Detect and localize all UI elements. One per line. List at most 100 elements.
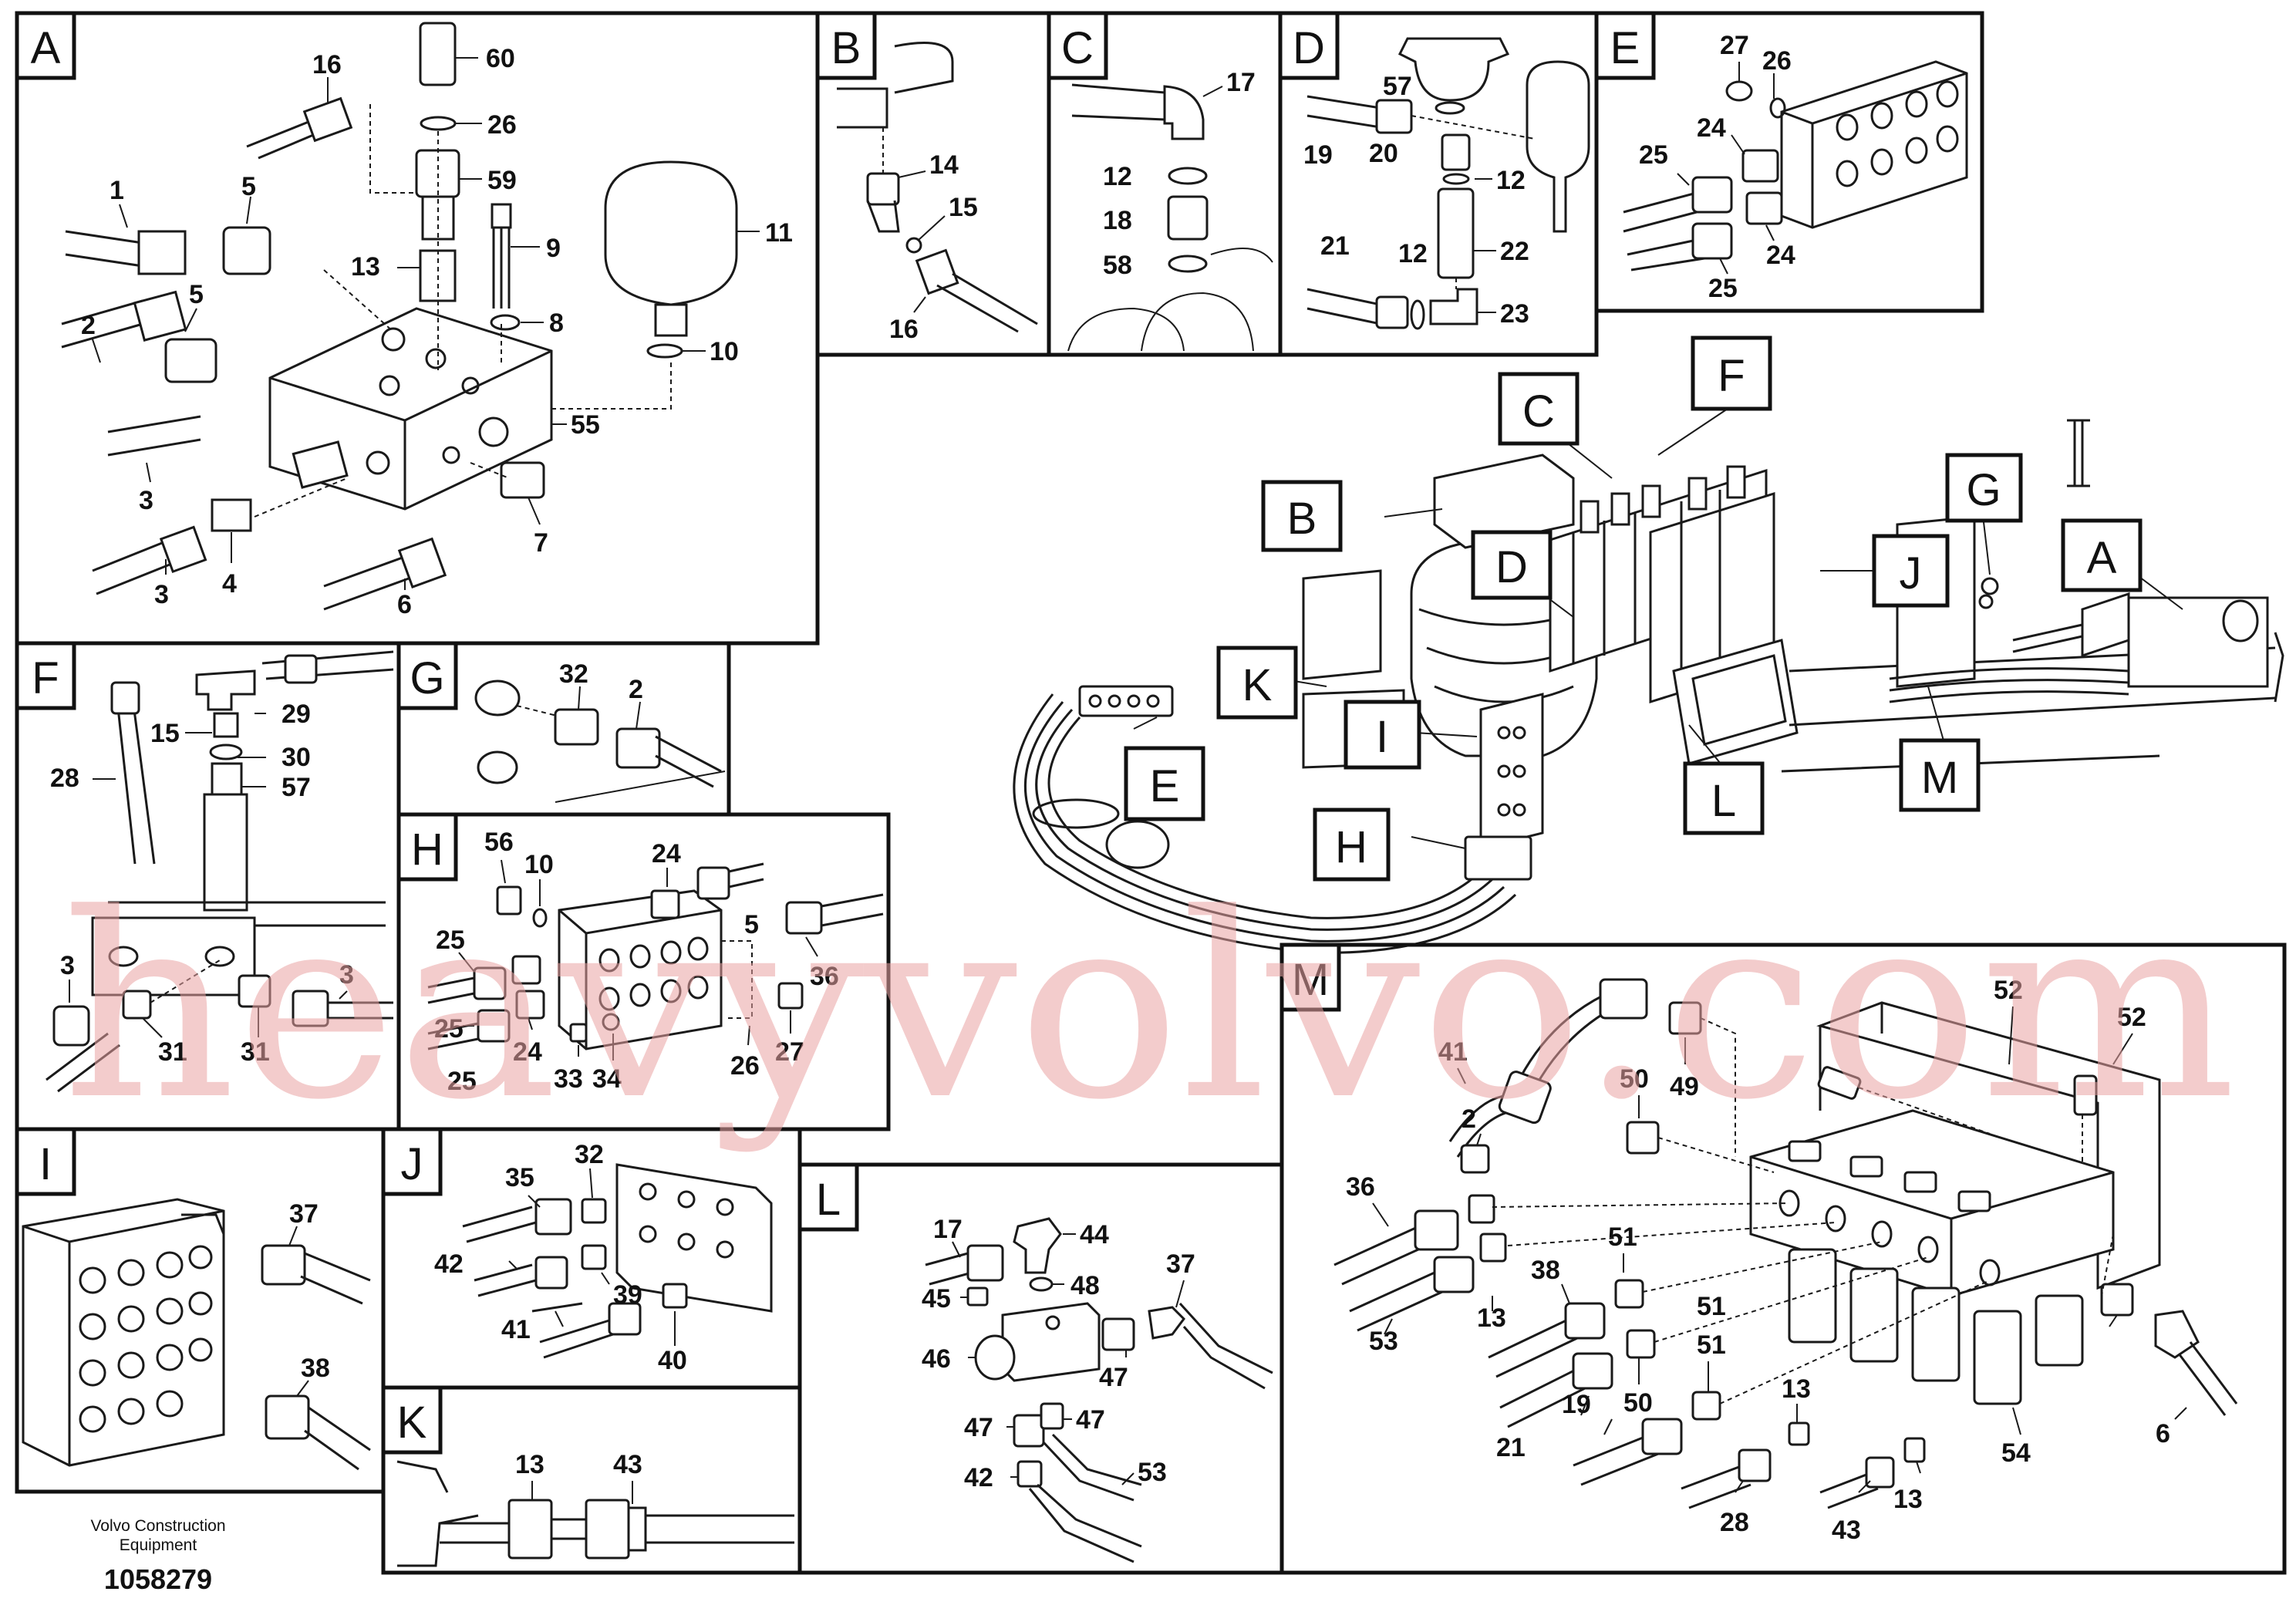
part-label: 54 [2001, 1438, 2031, 1468]
part-label: 47 [1099, 1363, 1128, 1392]
panel-m: M [1279, 943, 2287, 1575]
part-label: 24 [652, 839, 681, 868]
part-label: 25 [1639, 140, 1668, 170]
part-label: 13 [1782, 1374, 1811, 1404]
part-label: 13 [351, 252, 380, 282]
part-label: 5 [744, 910, 759, 939]
part-label: 22 [1500, 237, 1529, 266]
part-label: 21 [1496, 1433, 1526, 1462]
part-label: 24 [1697, 113, 1726, 143]
part-label: 24 [513, 1037, 542, 1067]
part-label: 14 [929, 150, 959, 180]
part-label: 27 [775, 1037, 804, 1067]
part-label: 3 [60, 951, 75, 980]
panel-letter: A [31, 23, 61, 73]
part-label: 24 [1766, 241, 1795, 270]
callout-l: L [1711, 776, 1736, 826]
part-label: 31 [241, 1037, 270, 1067]
part-label: 12 [1398, 239, 1428, 268]
part-label: 42 [434, 1249, 464, 1279]
part-label: 43 [1832, 1516, 1861, 1545]
part-label: 28 [50, 764, 79, 793]
part-label: 6 [397, 590, 412, 619]
part-label: 9 [546, 234, 561, 263]
part-label: 11 [765, 218, 793, 248]
panel-l: L 17 44 37 45 48 46 47 47 47 [797, 1162, 1284, 1575]
part-label: 35 [505, 1163, 534, 1192]
part-label: 19 [1303, 140, 1333, 170]
overview-callouts: C F B D G J A K I E L M H [1124, 336, 2143, 882]
panel-g: G 32 2 [396, 641, 731, 817]
part-label: 18 [1103, 206, 1132, 235]
part-label: 50 [1623, 1388, 1653, 1418]
part-label: 13 [1477, 1303, 1506, 1333]
panel-c: C 17 12 18 58 [1047, 11, 1283, 357]
panel-letter: I [39, 1139, 52, 1189]
panel-j: J 32 35 42 39 41 40 [381, 1127, 802, 1390]
callout-g: G [1966, 465, 2001, 515]
part-label: 58 [1103, 251, 1132, 280]
part-label: 60 [486, 44, 515, 73]
panel-h: H 56 10 [396, 812, 891, 1131]
part-label: 19 [1562, 1390, 1591, 1419]
panel-letter: D [1293, 23, 1325, 73]
part-label: 30 [282, 743, 311, 772]
part-label: 32 [559, 659, 588, 689]
panel-letter: C [1061, 23, 1094, 73]
panel-letter: B [831, 23, 861, 73]
part-label: 3 [339, 960, 354, 990]
part-label: 45 [922, 1284, 951, 1313]
part-label: 37 [289, 1199, 319, 1229]
callout-i: I [1376, 712, 1388, 762]
callout-h: H [1335, 822, 1367, 872]
part-label: 41 [501, 1315, 531, 1344]
part-label: 17 [933, 1215, 963, 1244]
part-label: 52 [2117, 1003, 2146, 1032]
part-label: 57 [1383, 72, 1412, 101]
part-label: 6 [2156, 1419, 2170, 1448]
part-label: 51 [1608, 1222, 1637, 1252]
part-label: 41 [1438, 1037, 1468, 1067]
part-label: 40 [658, 1346, 687, 1375]
part-label: 53 [1369, 1327, 1398, 1356]
part-label: 51 [1697, 1292, 1726, 1321]
part-label: 5 [189, 280, 204, 309]
part-label: 52 [1994, 976, 2023, 1005]
machine-overview: C F B D G J A K I E L M H [1013, 336, 2284, 954]
part-label: 25 [436, 926, 465, 955]
part-label: 13 [515, 1450, 544, 1479]
part-label: 15 [949, 193, 978, 222]
part-label: 12 [1103, 162, 1132, 191]
part-label: 23 [1500, 299, 1529, 329]
callout-m: M [1921, 753, 1958, 803]
part-label: 2 [81, 311, 96, 340]
part-label: 26 [730, 1051, 760, 1081]
company-name-line2: Equipment [120, 1536, 197, 1554]
callout-f: F [1718, 351, 1745, 401]
part-label: 25 [447, 1067, 477, 1096]
part-label: 13 [1893, 1485, 1923, 1514]
panel-letter: K [397, 1398, 427, 1448]
part-label: 20 [1369, 139, 1398, 168]
panel-letter: G [410, 653, 444, 703]
part-label: 56 [484, 828, 514, 857]
part-label: 49 [1670, 1072, 1699, 1101]
panel-letter: L [816, 1175, 841, 1225]
panel-letter: E [1610, 23, 1640, 73]
part-label: 57 [282, 773, 311, 802]
part-label: 10 [524, 850, 554, 879]
part-label: 2 [629, 675, 643, 704]
part-label: 15 [150, 719, 180, 748]
part-label: 16 [889, 315, 919, 344]
part-label: 36 [810, 962, 839, 991]
part-label: 48 [1070, 1271, 1100, 1300]
part-label: 47 [1076, 1405, 1105, 1435]
part-label: 53 [1138, 1458, 1167, 1487]
part-label: 28 [1720, 1508, 1749, 1537]
panel-k: K 13 43 [381, 1385, 802, 1575]
part-label: 5 [241, 172, 256, 201]
panel-b: B 14 15 16 [815, 11, 1051, 357]
part-label: 21 [1320, 231, 1350, 261]
part-label: 59 [487, 166, 517, 195]
